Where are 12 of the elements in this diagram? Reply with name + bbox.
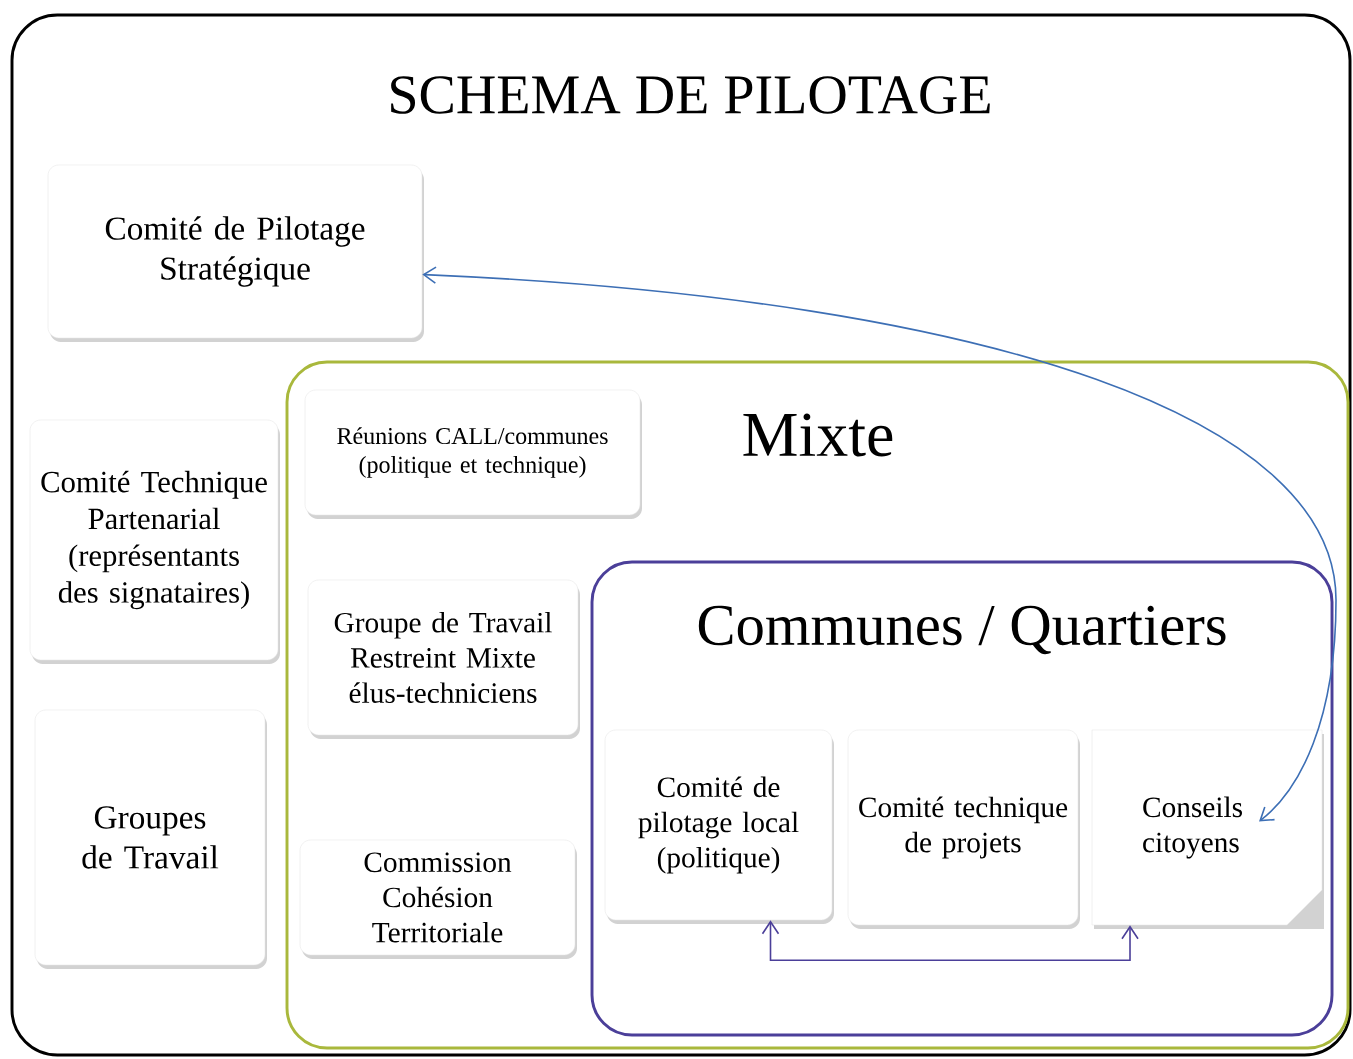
committee-box: Groupe de Travail Restreint Mixte élus-techniciens [307,579,580,739]
committee-box: Réunions CALL/communes (politique et technique) [304,389,642,519]
committee-box: Comité de Pilotage Stratégique [47,164,424,342]
committee-box: Conseils citoyens [1091,729,1324,929]
double-arrow [761,920,1139,962]
double-arrow [422,266,1337,822]
committee-box: Comité Technique Partenarial (représentants des signataires) [29,419,280,664]
committee-box: Groupes de Travail [34,709,267,969]
committee-box: Comité technique de projets [847,729,1080,929]
committee-box: Comité de pilotage local (politique) [604,729,834,924]
title: SCHEMA DE PILOTAGE [391,76,990,114]
committee-box: Commission Cohésion Territoriale [299,839,577,959]
